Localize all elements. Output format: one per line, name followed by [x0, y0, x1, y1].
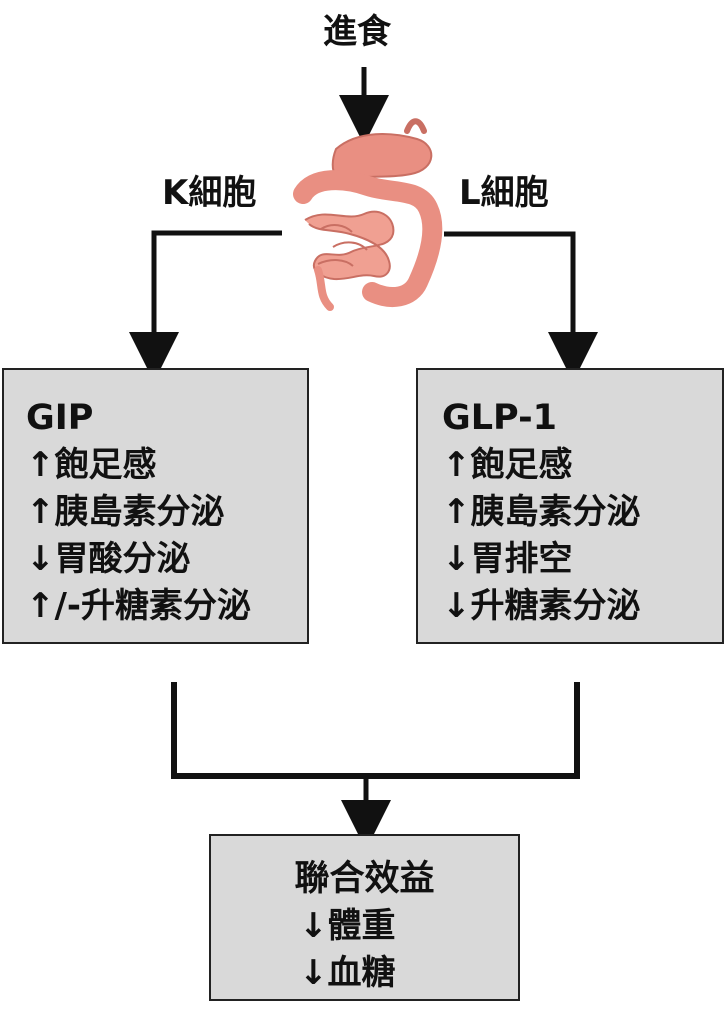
- gip-line-3: ↓胃酸分泌: [26, 539, 191, 579]
- glp1-line-3: ↓胃排空: [442, 539, 573, 579]
- rectum-icon: [314, 266, 334, 311]
- intestine-fold-icon: [317, 224, 368, 267]
- right-arrow: [444, 231, 598, 382]
- esophagus-icon: [404, 118, 427, 134]
- gip-line-4: ↑/-升糖素分泌: [26, 586, 252, 626]
- merge-connector: [171, 682, 580, 779]
- glp1-box: GLP-1 ↑飽足感 ↑胰島素分泌 ↓胃排空 ↓升糖素分泌: [416, 368, 724, 644]
- left-arrow: [129, 230, 282, 382]
- combined-benefits-box: 聯合效益 ↓體重 ↓血糖: [209, 834, 520, 1001]
- gip-box: GIP ↑飽足感 ↑胰島素分泌 ↓胃酸分泌 ↑/-升糖素分泌: [2, 368, 309, 644]
- gip-line-2: ↑胰島素分泌: [26, 492, 225, 532]
- colon-icon: [293, 170, 443, 307]
- left-cell-label: K細胞: [162, 173, 257, 213]
- combined-title: 聯合效益: [294, 859, 435, 899]
- glp1-line-1: ↑飽足感: [442, 445, 573, 485]
- glp1-title: GLP-1: [442, 398, 557, 438]
- glp1-line-2: ↑胰島素分泌: [442, 492, 641, 532]
- digestive-system-icon: [293, 118, 443, 311]
- right-cell-label: L細胞: [459, 173, 549, 213]
- gip-title: GIP: [26, 398, 94, 438]
- glp1-line-4: ↓升糖素分泌: [442, 586, 641, 626]
- top-label: 進食: [323, 12, 391, 52]
- combined-line-1: ↓體重: [299, 906, 396, 946]
- combined-line-2: ↓血糖: [299, 953, 396, 993]
- gip-line-1: ↑飽足感: [26, 445, 157, 485]
